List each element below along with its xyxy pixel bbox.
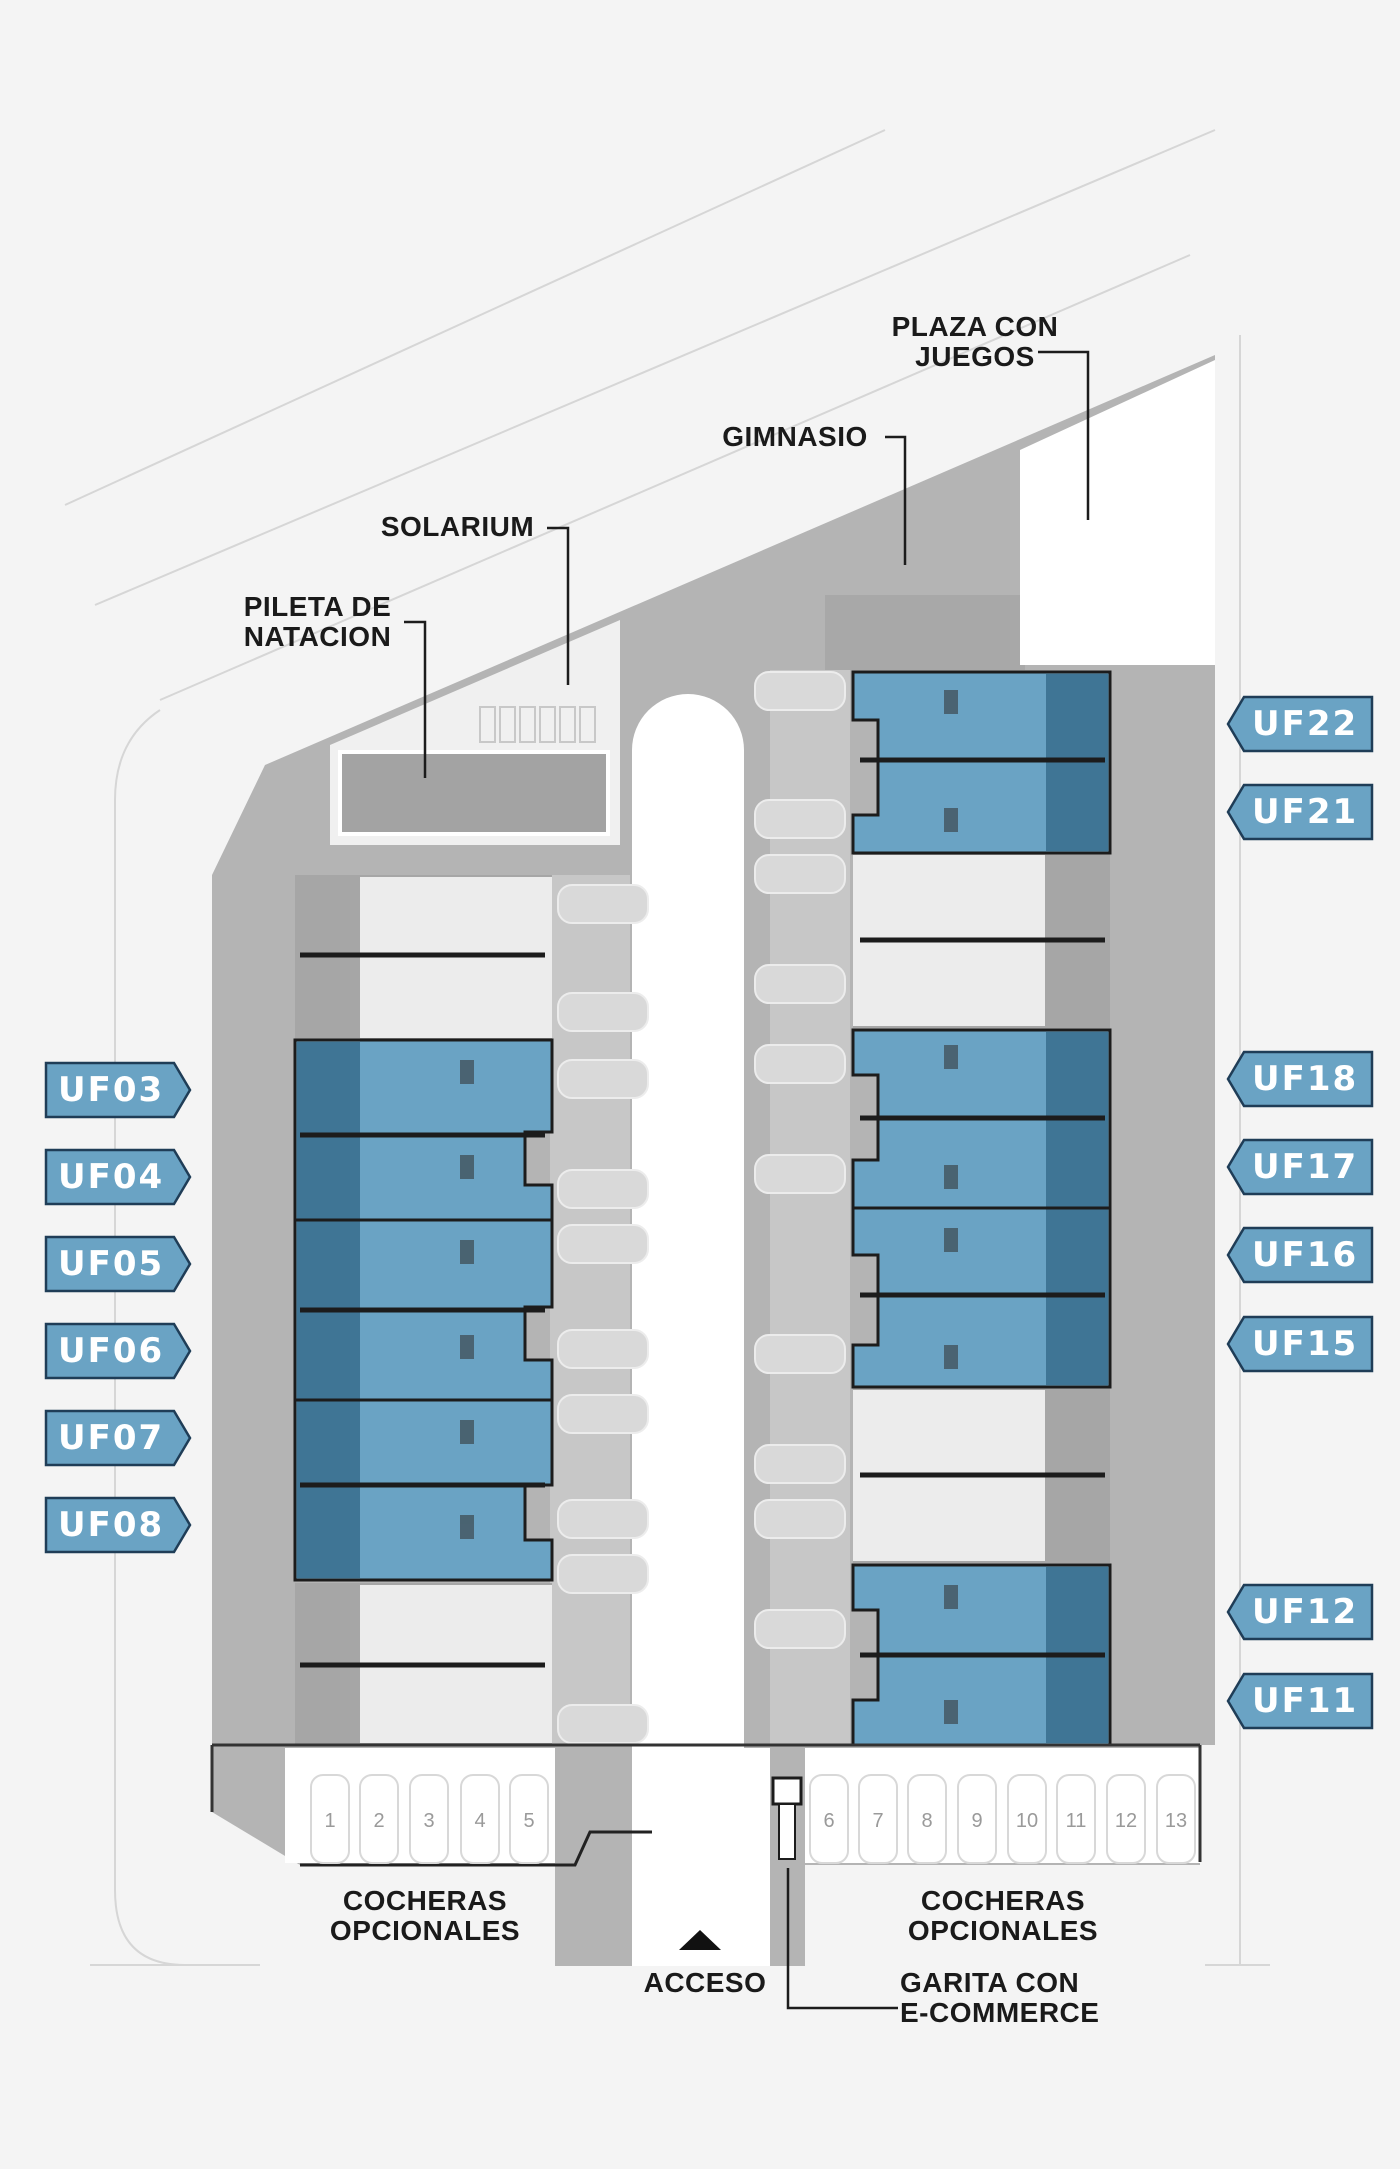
parking-number: 5 — [523, 1810, 535, 1832]
parking-number: 2 — [373, 1810, 385, 1832]
parking-number: 9 — [971, 1810, 983, 1832]
label-gimnasio: GIMNASIO — [722, 421, 868, 452]
units-block-right — [851, 670, 1112, 1747]
unit-tag-right: UF16 — [1252, 1235, 1359, 1275]
access-arrow-icon — [679, 1930, 721, 1950]
unit-tag-right: UF15 — [1252, 1324, 1359, 1364]
label-acceso: ACCESO — [643, 1967, 767, 1998]
leader-lines — [404, 350, 1090, 2010]
unit-tag-left: UF04 — [58, 1157, 165, 1197]
label-cocheras-left: COCHERAS OPCIONALES — [329, 1885, 521, 1946]
parking-number: 7 — [872, 1810, 884, 1832]
label-pileta-de-natacion: PILETA DE NATACION — [243, 591, 392, 652]
label-garita: GARITA CON E-COMMERCE — [900, 1967, 1100, 2028]
parking-number: 3 — [423, 1810, 435, 1832]
party-walls — [300, 757, 1105, 1668]
parking-number: 10 — [1015, 1810, 1039, 1832]
unit-tags-right — [1226, 695, 1374, 1730]
unit-tag-right: UF17 — [1252, 1147, 1359, 1187]
unit-tag-right: UF18 — [1252, 1059, 1359, 1099]
unit-tag-right: UF22 — [1252, 704, 1359, 744]
main-street — [632, 694, 744, 1960]
parking-strip-right — [770, 670, 850, 1745]
street-cars — [557, 671, 846, 1744]
guardhouse — [771, 1776, 803, 1860]
parking-number: 4 — [474, 1810, 486, 1832]
parking-number: 8 — [921, 1810, 933, 1832]
unit-tag-left: UF06 — [58, 1331, 165, 1371]
entrance-lane-left — [555, 1748, 632, 1966]
parking-number: 13 — [1164, 1810, 1188, 1832]
gate-line — [300, 1830, 652, 1867]
interior-details — [460, 690, 958, 1724]
gym-building — [825, 595, 1025, 670]
unit-tag-left: UF03 — [58, 1070, 165, 1110]
unit-tag-left: UF05 — [58, 1244, 165, 1284]
pool — [338, 750, 610, 836]
parking-stall-outlines — [310, 1774, 1196, 1864]
unit-tag-right: UF12 — [1252, 1592, 1359, 1632]
sun-loungers — [479, 706, 596, 743]
unit-tags-left — [44, 1061, 192, 1554]
parking-number: 12 — [1114, 1810, 1138, 1832]
playground — [1020, 360, 1215, 665]
unit-tag-right: UF11 — [1252, 1681, 1359, 1721]
unit-tag-left: UF07 — [58, 1418, 165, 1458]
unit-tag-right: UF21 — [1252, 792, 1359, 832]
unit-tag-left: UF08 — [58, 1505, 165, 1545]
label-plaza-con-juegos: PLAZA CON JUEGOS — [891, 311, 1059, 372]
label-cocheras-right: COCHERAS OPCIONALES — [907, 1885, 1099, 1946]
parking-number: 11 — [1065, 1810, 1087, 1832]
parking-number: 6 — [823, 1810, 835, 1832]
parking-number: 1 — [324, 1810, 336, 1832]
label-solarium: SOLARIUM — [380, 511, 535, 542]
entrance-road — [632, 1748, 770, 1966]
